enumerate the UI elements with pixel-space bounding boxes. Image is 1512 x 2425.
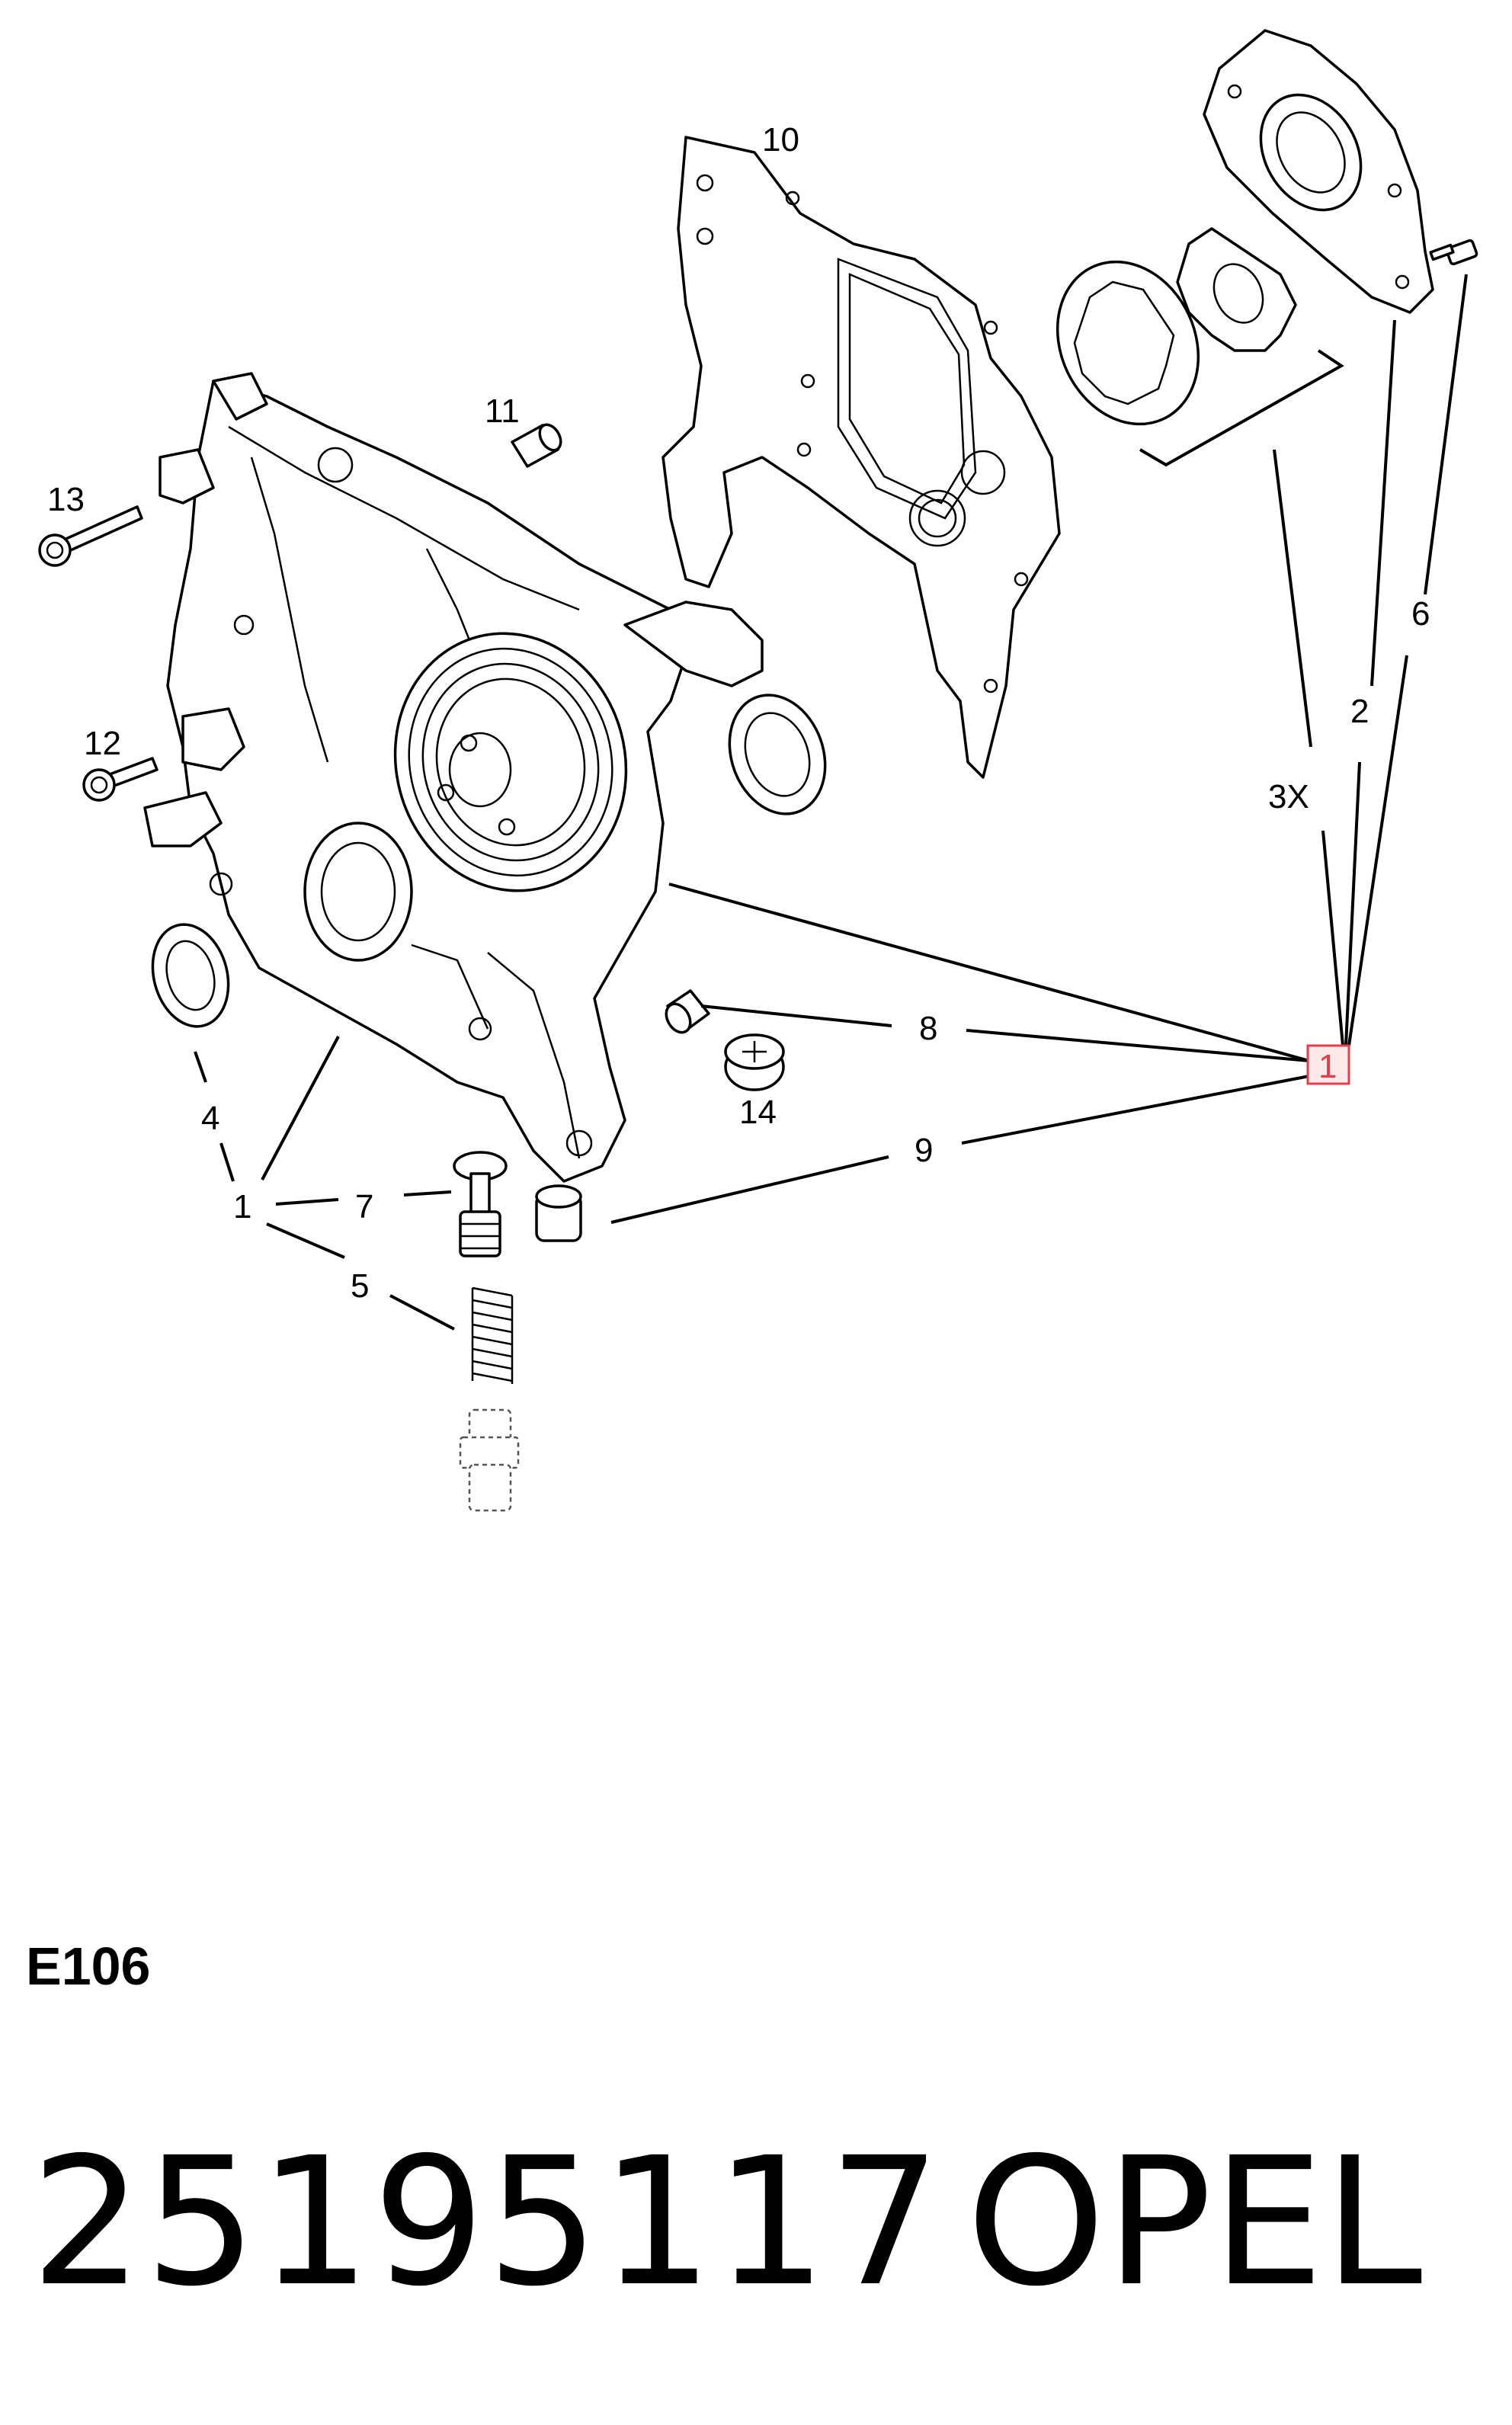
callout-13: 13 (47, 481, 85, 518)
cover-screw (1429, 239, 1478, 266)
plug-8 (665, 989, 710, 1034)
callout-9: 9 (915, 1132, 933, 1169)
exploded-parts-diagram: 10 11 13 12 6 2 3X 1 8 14 9 4 1 7 5 (38, 29, 1478, 1512)
callout-7: 7 (355, 1188, 373, 1225)
callout-5: 5 (351, 1267, 369, 1305)
callout-11: 11 (485, 392, 520, 430)
rotor-set-bracket (1139, 349, 1344, 467)
callout-10: 10 (762, 121, 799, 159)
callout-1-highlighted: 1 (1318, 1048, 1337, 1085)
callout-4: 4 (201, 1100, 219, 1137)
brand-name: OPEL (966, 2119, 1423, 2325)
bolt-12 (82, 757, 159, 802)
relief-valve-spring (471, 1286, 514, 1384)
water-pump-pulley (393, 632, 628, 892)
callout-8: 8 (919, 1010, 937, 1047)
callout-2: 2 (1350, 693, 1369, 730)
oil-pump-inner-rotor (1176, 227, 1297, 352)
callout-3x: 3X (1268, 778, 1309, 815)
callout-1: 1 (233, 1188, 251, 1225)
dashed-plug (459, 1408, 520, 1512)
oil-pump-cover (1203, 29, 1434, 314)
relief-valve-piston (453, 1151, 508, 1257)
crankshaft-seal (151, 923, 230, 1028)
plug-14 (724, 1033, 785, 1091)
leader-lines (194, 274, 1468, 1331)
highlighted-callout-box (1306, 1044, 1350, 1085)
diagram-code: E106 (26, 1936, 151, 1996)
callout-12: 12 (84, 725, 121, 762)
dowel-11 (511, 423, 562, 468)
cap-9 (535, 1184, 582, 1242)
front-cover-gasket (662, 136, 1061, 779)
part-number: 25195117 (30, 2119, 943, 2325)
callout-6: 6 (1411, 595, 1430, 633)
bolt-13 (38, 505, 143, 567)
oil-pump-outer-rotor (1056, 260, 1200, 426)
callout-14: 14 (739, 1094, 777, 1131)
